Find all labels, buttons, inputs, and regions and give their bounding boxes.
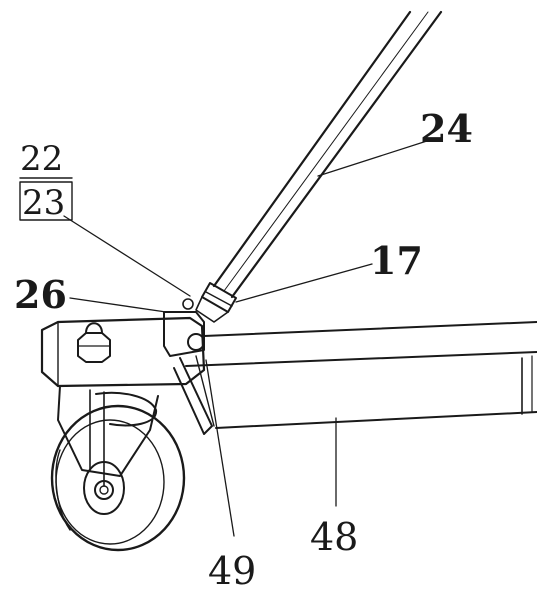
- leader-lines: [63, 139, 431, 537]
- leader-22-23: [63, 215, 191, 297]
- lever-arm: [173, 355, 215, 435]
- label-22: 22: [20, 139, 63, 179]
- label-26: 26: [14, 272, 67, 317]
- label-23-box: [19, 181, 73, 221]
- leader-17: [235, 263, 373, 303]
- handle-tube: [212, 10, 443, 299]
- label-48: 48: [310, 515, 358, 559]
- leader-24: [317, 139, 431, 177]
- caster-wheel: [50, 385, 186, 552]
- base-bracket: [40, 298, 206, 388]
- label-24: 24: [420, 106, 473, 151]
- label-23: 23: [22, 183, 65, 223]
- collar-connector: [195, 282, 237, 323]
- label-49: 49: [208, 549, 256, 589]
- leader-49: [205, 359, 235, 537]
- frame-beam: [185, 321, 537, 429]
- label-17: 17: [370, 238, 423, 283]
- leader-26: [69, 297, 167, 313]
